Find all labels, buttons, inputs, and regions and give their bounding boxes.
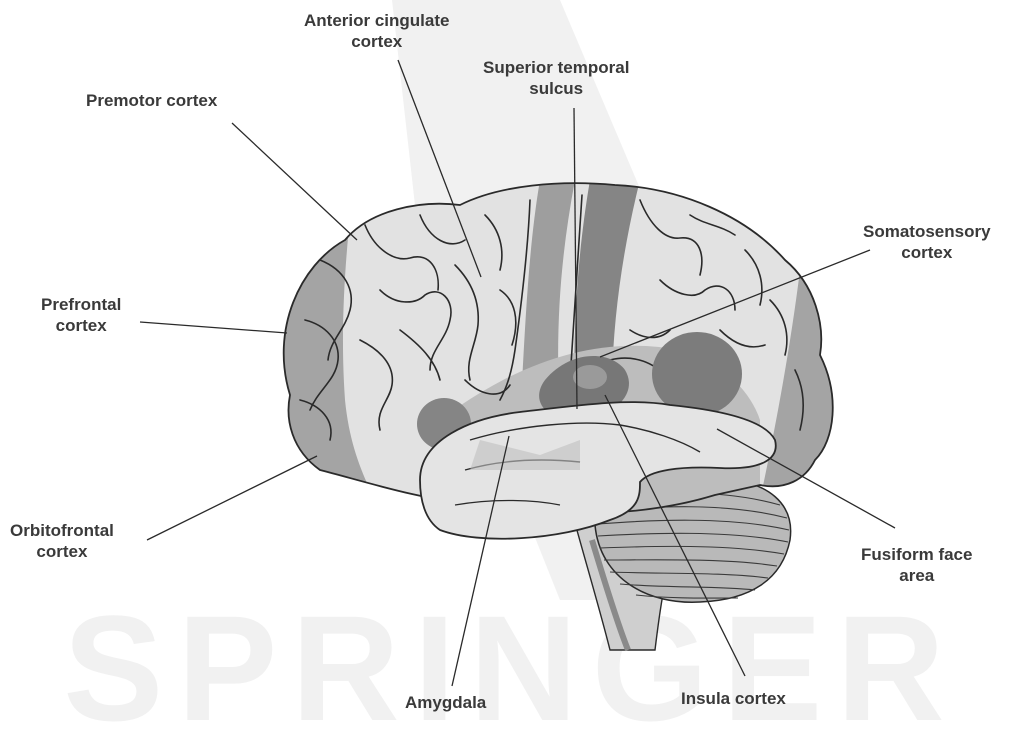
label-prefrontal-line2: cortex	[41, 315, 121, 336]
label-premotor-cortex: Premotor cortex	[86, 90, 217, 111]
label-somatosensory-line1: Somatosensory	[863, 221, 991, 242]
label-insula-cortex: Insula cortex	[681, 688, 786, 709]
insula-highlight	[573, 365, 607, 389]
label-prefrontal-line1: Prefrontal	[41, 294, 121, 315]
label-somatosensory-line2: cortex	[863, 242, 991, 263]
label-fusiform-line1: Fusiform face	[861, 544, 972, 565]
leader-premotor	[232, 123, 357, 240]
watermark-text: SPRINGER	[63, 584, 958, 738]
label-superior-temporal-sulcus: Superior temporal sulcus	[483, 57, 629, 99]
leader-orbitofrontal	[147, 456, 317, 540]
label-superior-temporal-line1: Superior temporal	[483, 57, 629, 78]
label-fusiform-line2: area	[861, 565, 972, 586]
leader-prefrontal	[140, 322, 287, 333]
label-amygdala: Amygdala	[405, 692, 486, 713]
label-somatosensory-cortex: Somatosensory cortex	[863, 221, 991, 263]
label-amygdala-line1: Amygdala	[405, 692, 486, 713]
label-fusiform-face-area: Fusiform face area	[861, 544, 972, 586]
label-orbitofrontal-line2: cortex	[10, 541, 114, 562]
label-anterior-cingulate-cortex: Anterior cingulate cortex	[304, 10, 449, 52]
label-prefrontal-cortex: Prefrontal cortex	[41, 294, 121, 336]
label-superior-temporal-line2: sulcus	[483, 78, 629, 99]
label-orbitofrontal-line1: Orbitofrontal	[10, 520, 114, 541]
label-orbitofrontal-cortex: Orbitofrontal cortex	[10, 520, 114, 562]
label-insula-line1: Insula cortex	[681, 688, 786, 709]
label-anterior-cingulate-line2: cortex	[304, 31, 449, 52]
label-anterior-cingulate-line1: Anterior cingulate	[304, 10, 449, 31]
label-premotor-line1: Premotor cortex	[86, 90, 217, 111]
